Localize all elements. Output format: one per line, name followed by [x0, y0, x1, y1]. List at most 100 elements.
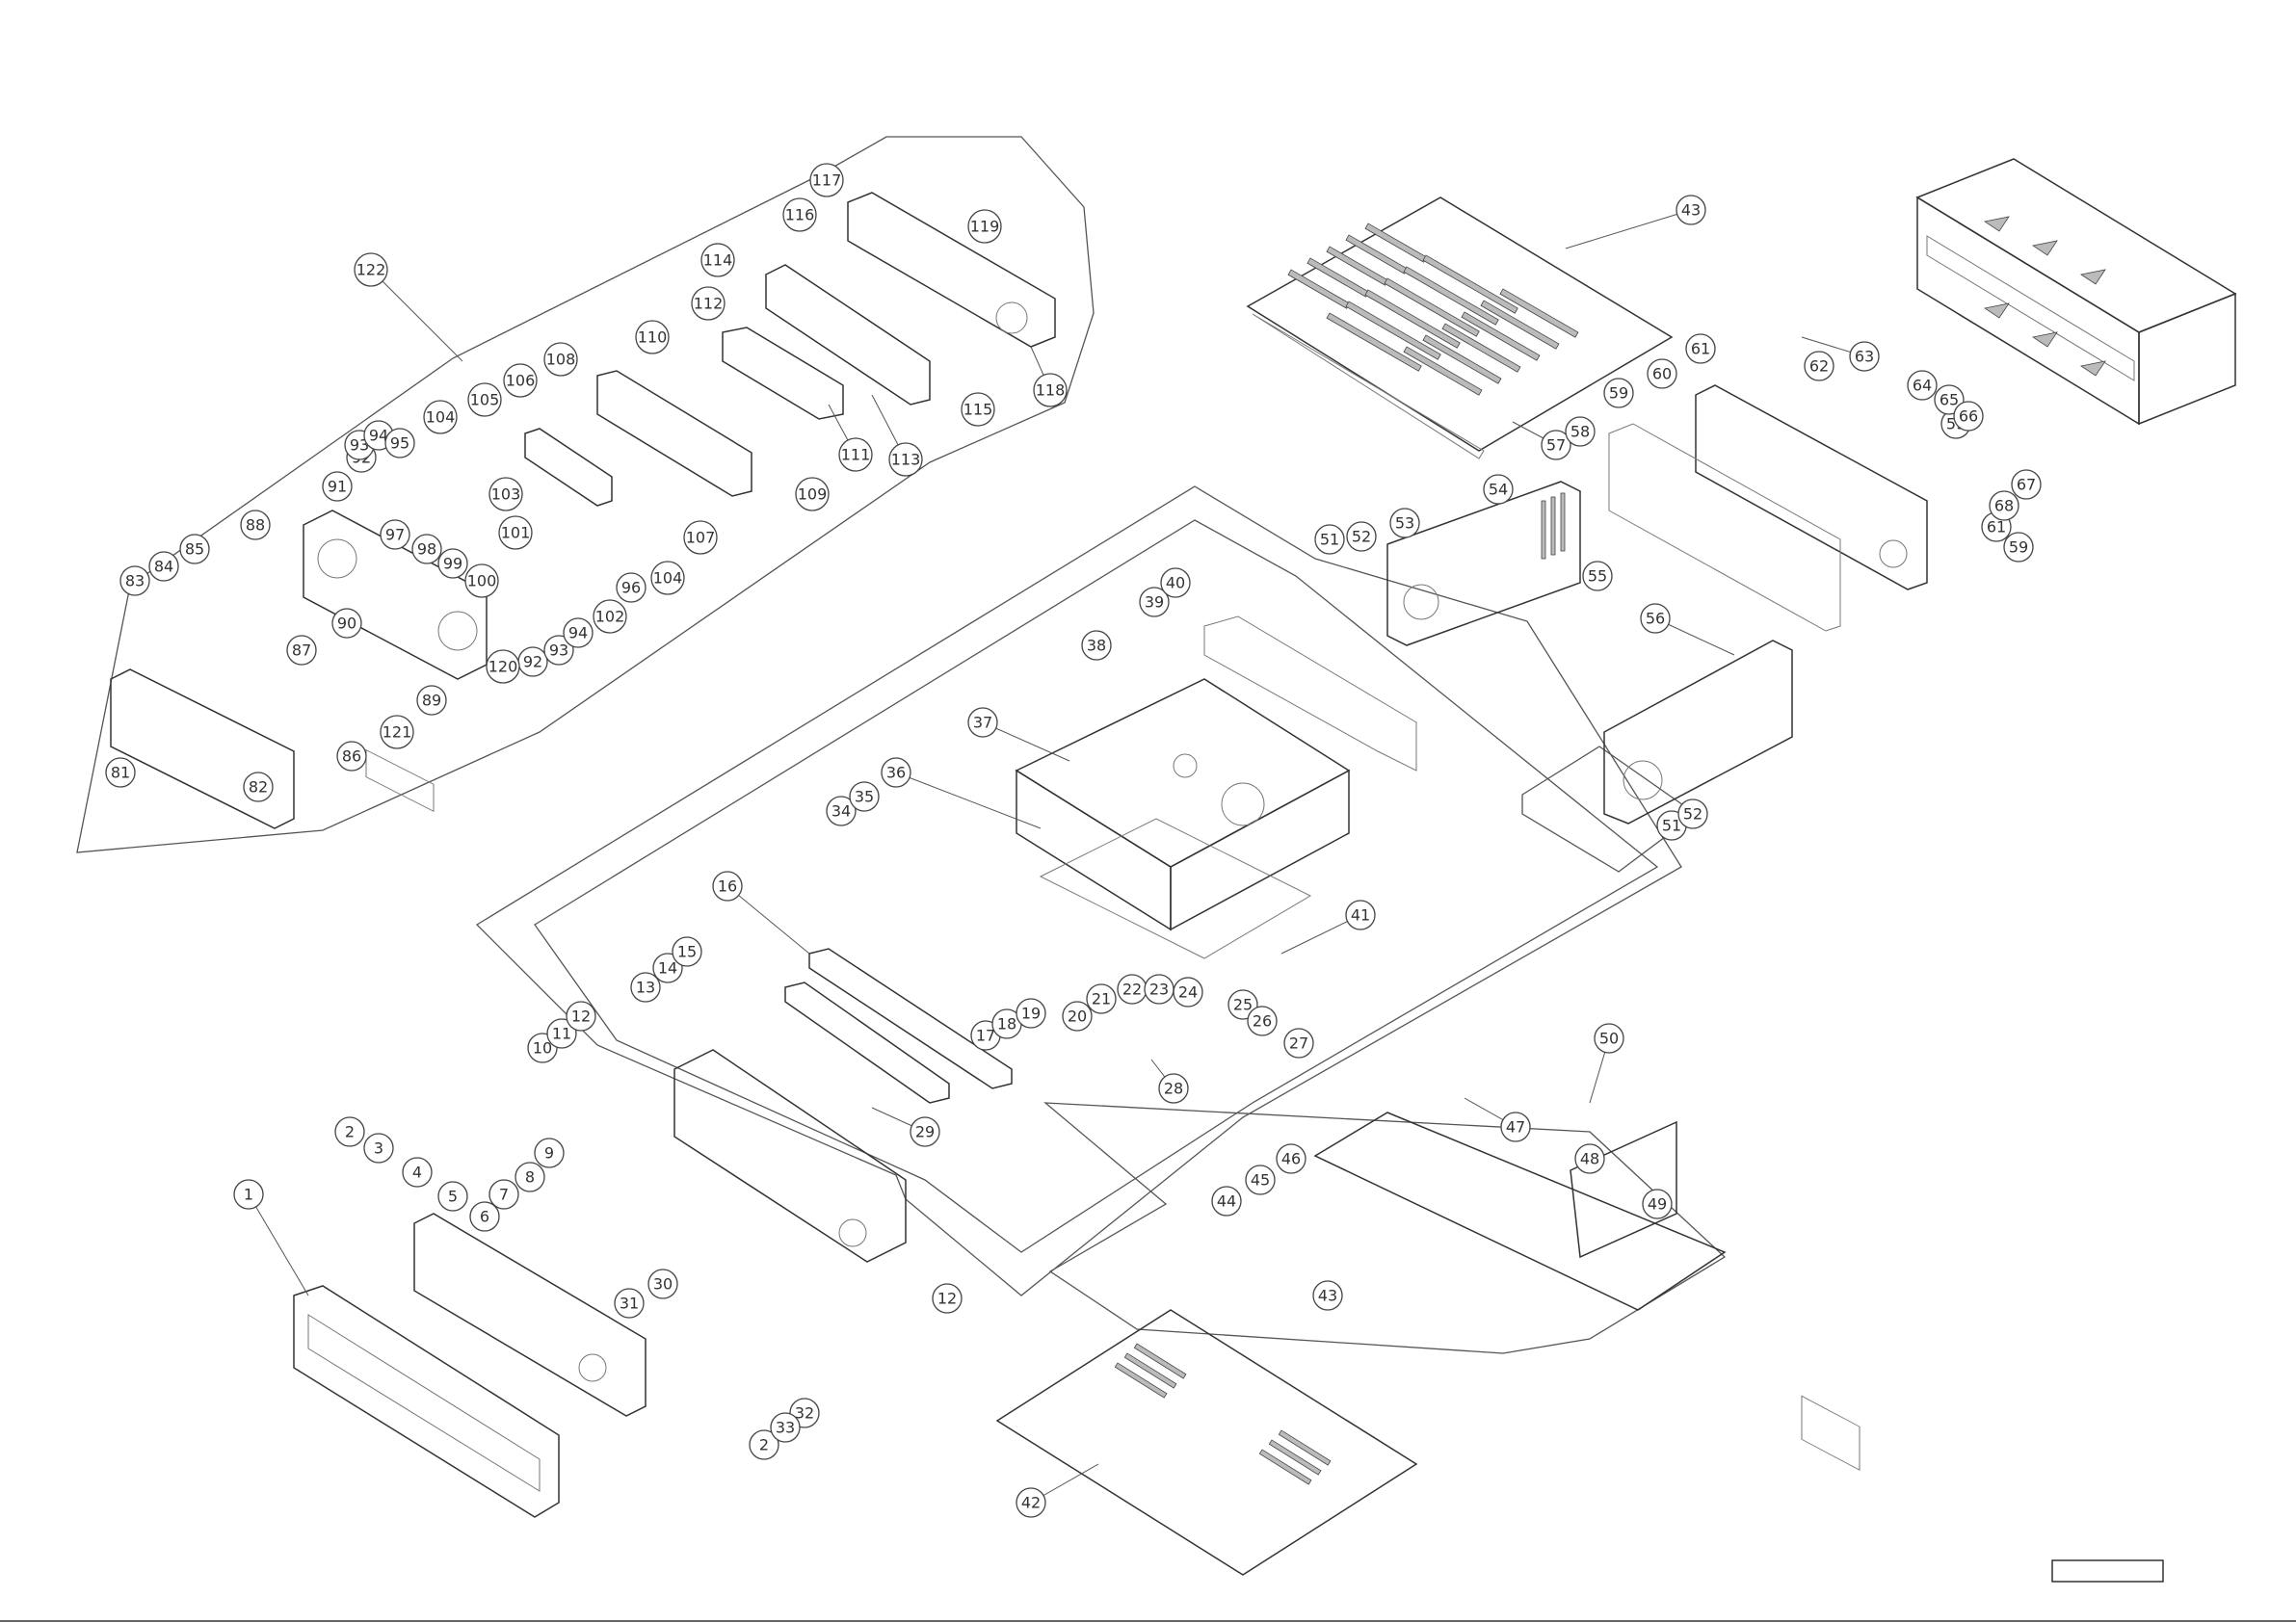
callout-label: 120 [488, 658, 518, 676]
insulator-sheet-58 [1608, 423, 1841, 632]
callout-label: 63 [1855, 348, 1874, 366]
callout-label: 85 [185, 540, 204, 559]
callout-91: 91 [322, 471, 353, 502]
callout-label: 3 [374, 1139, 383, 1158]
callout-54: 54 [1483, 474, 1514, 505]
callout-63: 63 [1849, 341, 1880, 372]
callout-26: 26 [1247, 1006, 1278, 1036]
callout-95: 95 [384, 428, 415, 458]
callout-label: 29 [915, 1123, 935, 1141]
callout-8: 8 [515, 1162, 545, 1192]
callout-24: 24 [1173, 977, 1203, 1008]
callout-label: 16 [718, 877, 737, 896]
callout-label: 45 [1251, 1171, 1270, 1190]
leader-line-1 [248, 1193, 309, 1296]
callout-label: 53 [1395, 514, 1414, 533]
callout-label: 58 [1570, 423, 1590, 441]
callout-label: 42 [1021, 1494, 1041, 1512]
front-chassis-10 [673, 1049, 907, 1263]
callout-label: 30 [653, 1275, 673, 1294]
callout-label: 37 [973, 714, 992, 732]
rear-panel-118 [847, 192, 1056, 348]
frame-109 [596, 370, 752, 497]
callout-label: 95 [390, 434, 409, 453]
lcd-106 [524, 428, 613, 507]
callout-label: 25 [1233, 996, 1253, 1014]
rail-15 [784, 982, 950, 1104]
callout-27: 27 [1283, 1028, 1314, 1059]
callout-label: 40 [1166, 574, 1185, 592]
callout-label: 17 [976, 1027, 995, 1045]
callout-label: 34 [831, 802, 851, 821]
callout-60: 60 [1647, 358, 1677, 389]
callout-label: 83 [125, 572, 145, 590]
callout-label: 116 [785, 206, 815, 224]
callout-13: 13 [630, 972, 661, 1003]
callout-113: 113 [888, 442, 923, 477]
callout-label: 35 [855, 788, 874, 806]
callout-67: 67 [2011, 469, 2042, 500]
callout-label: 19 [1021, 1005, 1041, 1023]
callout-3: 3 [363, 1133, 394, 1164]
callout-9: 9 [534, 1138, 565, 1168]
callout-label: 98 [417, 540, 436, 559]
callout-label: 43 [1681, 201, 1701, 220]
leader-line-122 [370, 269, 463, 362]
callout-label: 119 [970, 218, 1000, 236]
callout-21: 21 [1086, 983, 1117, 1014]
callout-label: 91 [328, 478, 347, 496]
callout-label: 106 [506, 372, 536, 390]
callout-109: 109 [795, 477, 830, 511]
callout-118: 118 [1033, 373, 1068, 407]
callout-label: 92 [523, 653, 542, 671]
callout-58: 58 [1565, 416, 1596, 447]
callout-label: 64 [1913, 377, 1932, 395]
callout-18: 18 [991, 1008, 1022, 1039]
callout-84: 84 [148, 551, 179, 582]
faceplate-group-outline [76, 136, 1095, 853]
callout-label: 38 [1087, 637, 1106, 655]
callout-label: 103 [491, 485, 521, 504]
callout-103: 103 [488, 477, 523, 511]
callout-label: 36 [886, 764, 906, 782]
callout-label: 118 [1036, 381, 1066, 400]
callout-label: 61 [1691, 340, 1710, 358]
callout-label: 14 [658, 959, 677, 978]
callout-label: 15 [677, 943, 697, 961]
callout-93-2: 93 [543, 635, 574, 666]
callout-label: 7 [499, 1186, 509, 1204]
callout-label: 48 [1580, 1150, 1599, 1168]
callout-68: 68 [1989, 490, 2019, 521]
callout-64: 64 [1907, 370, 1938, 401]
mechanism-pcb-36 [1039, 818, 1312, 959]
callout-label: 1 [244, 1186, 253, 1204]
callout-label: 11 [552, 1025, 571, 1043]
callout-81: 81 [105, 757, 136, 788]
callout-label: 33 [776, 1419, 795, 1437]
callout-49: 49 [1642, 1189, 1673, 1219]
callout-42: 42 [1016, 1487, 1046, 1518]
main-pcb-46 [1313, 1112, 1727, 1311]
callout-43-1: 43 [1676, 195, 1706, 225]
callout-label: 111 [841, 446, 871, 464]
callout-120: 120 [486, 649, 520, 684]
callout-12-2: 12 [932, 1283, 963, 1314]
callout-102: 102 [593, 599, 627, 634]
callout-5: 5 [437, 1181, 468, 1212]
callout-label: 94 [568, 624, 588, 642]
callout-89: 89 [416, 685, 447, 716]
callout-110: 110 [635, 320, 670, 354]
callout-label: 89 [422, 692, 441, 710]
callout-30: 30 [647, 1269, 678, 1299]
callout-56: 56 [1640, 603, 1671, 634]
callout-92-2: 92 [517, 646, 548, 677]
callout-82: 82 [243, 772, 274, 802]
callout-23: 23 [1144, 974, 1174, 1005]
callout-117: 117 [809, 163, 844, 197]
callout-label: 90 [337, 615, 356, 633]
callout-52-1: 52 [1346, 521, 1377, 552]
pcb-group-outline [1043, 1102, 1727, 1354]
callout-86: 86 [336, 741, 367, 772]
title-box [2051, 1559, 2164, 1583]
callout-label: 27 [1289, 1034, 1308, 1053]
